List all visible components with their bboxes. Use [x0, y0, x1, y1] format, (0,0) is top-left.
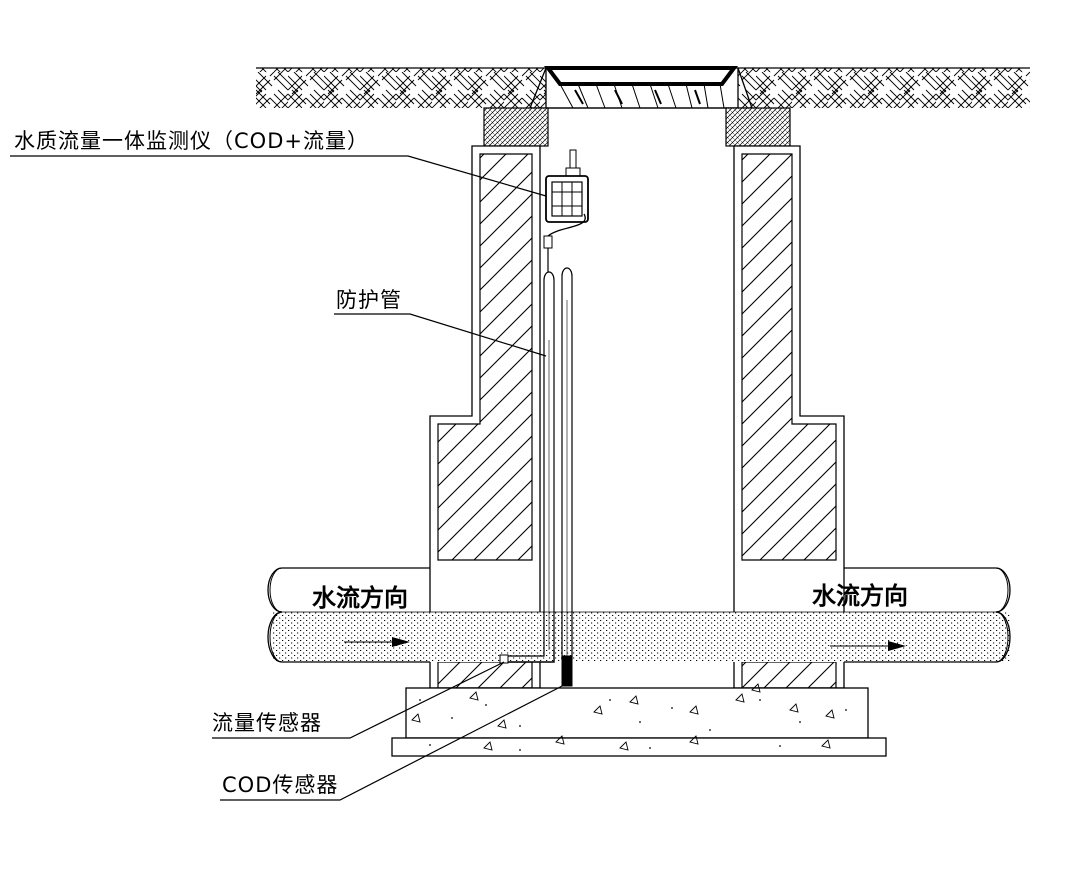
- monitor-label: 水质流量一体监测仪（COD+流量）: [14, 129, 369, 153]
- right-bearing-block: [725, 107, 791, 147]
- monitor-device: [543, 149, 589, 272]
- sewer-pipe: [267, 567, 1011, 663]
- left-manhole-wall: [429, 145, 541, 689]
- flow-direction-left-label: 水流方向: [312, 584, 408, 612]
- flow-arrow-left: [344, 637, 410, 647]
- flow-sensor: [499, 650, 555, 664]
- ground-surface: [256, 67, 1030, 108]
- protective-pipes: [543, 267, 573, 660]
- manhole-cover: [529, 66, 753, 109]
- left-bearing-block: [483, 107, 549, 147]
- protective-pipe-label: 防护管: [336, 288, 402, 312]
- concrete-foundation: [391, 683, 887, 757]
- flow-sensor-label: 流量传感器: [212, 711, 322, 735]
- cod-sensor-label: COD传感器: [222, 773, 339, 797]
- flow-direction-right-label: 水流方向: [812, 582, 908, 610]
- leader-lines: [10, 155, 567, 801]
- flow-arrow-right: [830, 641, 906, 651]
- cod-sensor: [561, 655, 573, 687]
- right-manhole-wall: [733, 145, 845, 689]
